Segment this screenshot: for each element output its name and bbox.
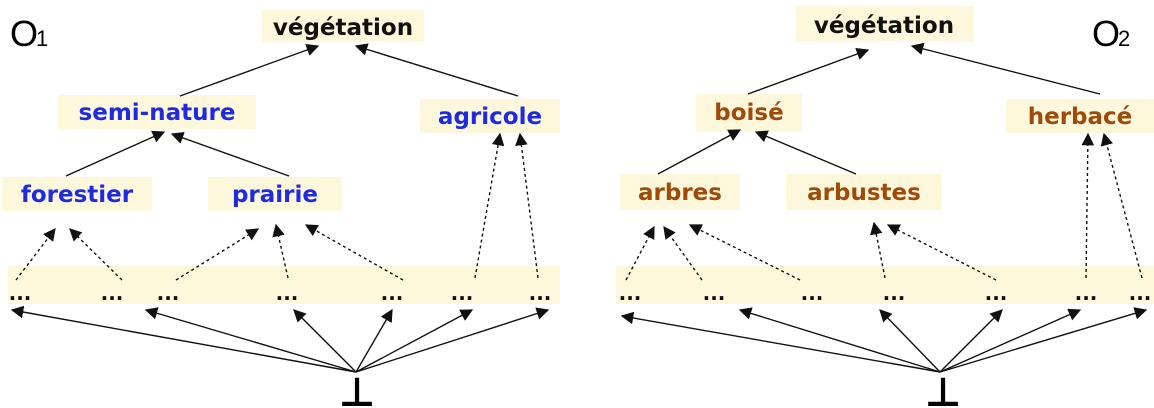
o2-arbustes-bg [786,174,942,210]
ontology-o2: O 2 végétation boisé herbacé arbres arbu… [616,6,1154,408]
o2-title-subscript: 2 [1118,26,1130,51]
o1-leaf-4: ... [276,281,299,305]
o1-leaf-3: ... [157,281,180,305]
o1-title-subscript: 1 [36,26,48,51]
o2-edge-bottom-leaf2 [738,307,941,373]
o2-leaf-2: ... [703,281,726,305]
o2-edge-boise-root [747,47,870,95]
o1-edge-leaf3-prairie [175,228,260,281]
o2-bottom-symbol: ⊥ [925,370,962,408]
o2-arbustes-label: arbustes [807,180,921,206]
o1-edge-bottom-leaf5 [355,308,393,373]
o1-edge-leaf1-forestier [15,227,56,281]
o1-edge-leaf5-prairie [304,224,404,281]
o1-agricole-bg [420,99,560,133]
o2-edge-leaf5-arbustes [886,224,997,281]
o1-edge-semi-nature-root [179,43,320,97]
o1-leaf-2: ... [101,281,124,305]
o1-semi-nature-label: semi-nature [79,100,236,126]
o1-edge-bottom-leaf1 [10,305,357,373]
o2-edge-leaf1-arbres [625,225,655,281]
o1-edge-bottom-leaf4 [293,309,357,373]
o2-leaf-4: ... [883,281,906,305]
o2-leaf-band [616,266,1154,304]
o1-edge-leaf2-forestier [69,228,123,281]
o1-leaf-6: ... [451,281,474,305]
o2-boise-bg [696,94,802,132]
o1-edge-leaf6-agricole [474,132,505,279]
o2-edge-leaf3-arbres [688,224,801,281]
o1-forestier-bg [2,177,152,211]
o2-root-bg [796,6,974,42]
o1-root-bg [262,10,424,42]
o1-agricole-label: agricole [438,104,542,130]
o1-leaf-band [8,266,560,304]
o1-prairie-bg [208,177,342,211]
o2-edge-bottom-leaf1 [620,311,941,373]
o1-edge-bottom-leaf7 [355,307,550,373]
o1-semi-nature-bg [58,95,256,129]
ontology-o1: O 1 végétation semi-nature agricole fore… [2,10,560,408]
o1-leaf-1: ... [9,281,32,305]
o2-edge-bottom-leaf7 [939,307,1148,373]
o2-leaf-6: ... [1075,281,1098,305]
o2-leaf-5: ... [985,281,1008,305]
o1-edge-leaf7-agricole [515,132,539,279]
o1-edge-bottom-leaf3 [144,307,357,373]
o2-root-label: végétation [814,13,954,39]
o1-title-letter: O [10,13,38,54]
o2-leaf-3: ... [801,281,824,305]
o1-edge-prairie-semi-nature [170,131,290,177]
o1-prairie-label: prairie [232,182,318,208]
o1-leaf-5: ... [381,281,404,305]
o2-arbres-label: arbres [638,180,722,206]
o2-edge-leaf7-herbace [1100,132,1143,279]
o2-edge-bottom-leaf5 [939,309,1003,373]
o1-edge-bottom-leaf6 [355,309,474,373]
o2-arbres-bg [620,174,740,210]
o2-edge-leaf2-arbres [663,225,703,281]
o2-edge-bottom-leaf4 [879,309,941,373]
o2-leaf-7: ... [1129,281,1152,305]
o2-edge-arbres-boise [657,129,742,175]
o2-edge-leaf6-herbace [1081,132,1095,279]
o1-edge-forestier-semi-nature [65,130,166,177]
o2-herbace-label: herbacé [1028,104,1133,130]
o2-edge-herbace-root [910,42,1101,95]
o1-root-label: végétation [273,15,413,41]
o1-edge-agricole-root [354,43,519,97]
o1-leaf-7: ... [529,281,552,305]
o2-edge-arbustes-boise [754,130,857,175]
o2-herbace-bg [1006,99,1154,133]
o2-edge-bottom-leaf6 [939,308,1082,373]
o2-leaf-1: ... [619,281,642,305]
o2-title-letter: O [1092,13,1120,54]
o1-forestier-label: forestier [21,182,134,208]
o1-bottom-symbol: ⊥ [339,370,376,408]
o2-boise-label: boisé [714,100,783,126]
